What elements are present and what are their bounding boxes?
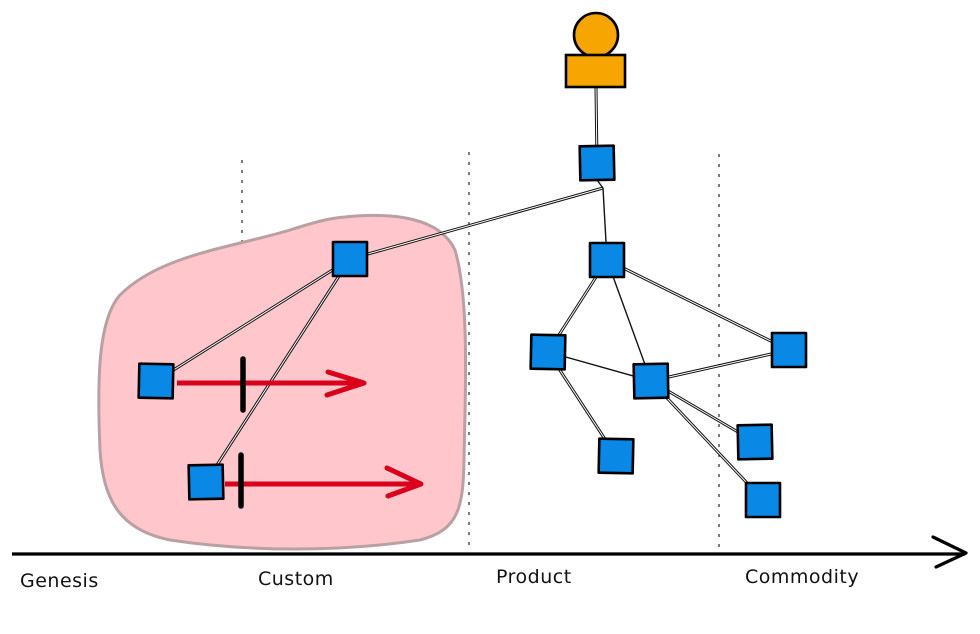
link-product-mid-commodity-right-inner bbox=[650, 349, 790, 382]
movements bbox=[177, 356, 424, 509]
user-head bbox=[572, 11, 620, 59]
component-node-product-leaf[interactable] bbox=[597, 437, 635, 475]
evolution-axis-arrowhead bbox=[931, 535, 968, 569]
link-top-custom-parent-inner bbox=[349, 187, 604, 260]
link-custom-parent-custom-lower-inner bbox=[205, 258, 351, 483]
component-node-commodity-right[interactable] bbox=[770, 331, 808, 369]
component-node-product-left[interactable] bbox=[529, 333, 567, 371]
link-custom-parent-genesis-left-inner bbox=[155, 258, 351, 382]
link-product-parent-commodity-right-inner bbox=[606, 259, 790, 351]
component-node-genesis-left[interactable] bbox=[137, 362, 175, 400]
component-node-commodity-a[interactable] bbox=[736, 423, 774, 461]
component-node-commodity-b[interactable] bbox=[744, 481, 782, 519]
stage-label-product: Product bbox=[496, 566, 572, 588]
movement-arrowhead bbox=[324, 369, 367, 398]
user-body bbox=[564, 53, 627, 89]
movement-arrowhead bbox=[384, 465, 424, 499]
link-product-parent-product-mid bbox=[606, 259, 652, 382]
link-top-branch bbox=[596, 179, 604, 189]
components bbox=[137, 144, 808, 519]
component-node-product-mid[interactable] bbox=[632, 362, 670, 400]
component-node-custom-parent[interactable] bbox=[331, 240, 369, 278]
component-node-top[interactable] bbox=[578, 144, 616, 182]
stage-label-custom: Custom bbox=[258, 568, 334, 590]
user-actor-icon[interactable] bbox=[564, 11, 627, 89]
link-product-mid-commodity-b-inner bbox=[650, 380, 764, 501]
stage-label-genesis: Genesis bbox=[20, 570, 99, 592]
component-node-product-parent[interactable] bbox=[588, 241, 626, 279]
component-node-custom-lower[interactable] bbox=[187, 463, 225, 501]
stage-label-commodity: Commodity bbox=[745, 566, 859, 588]
